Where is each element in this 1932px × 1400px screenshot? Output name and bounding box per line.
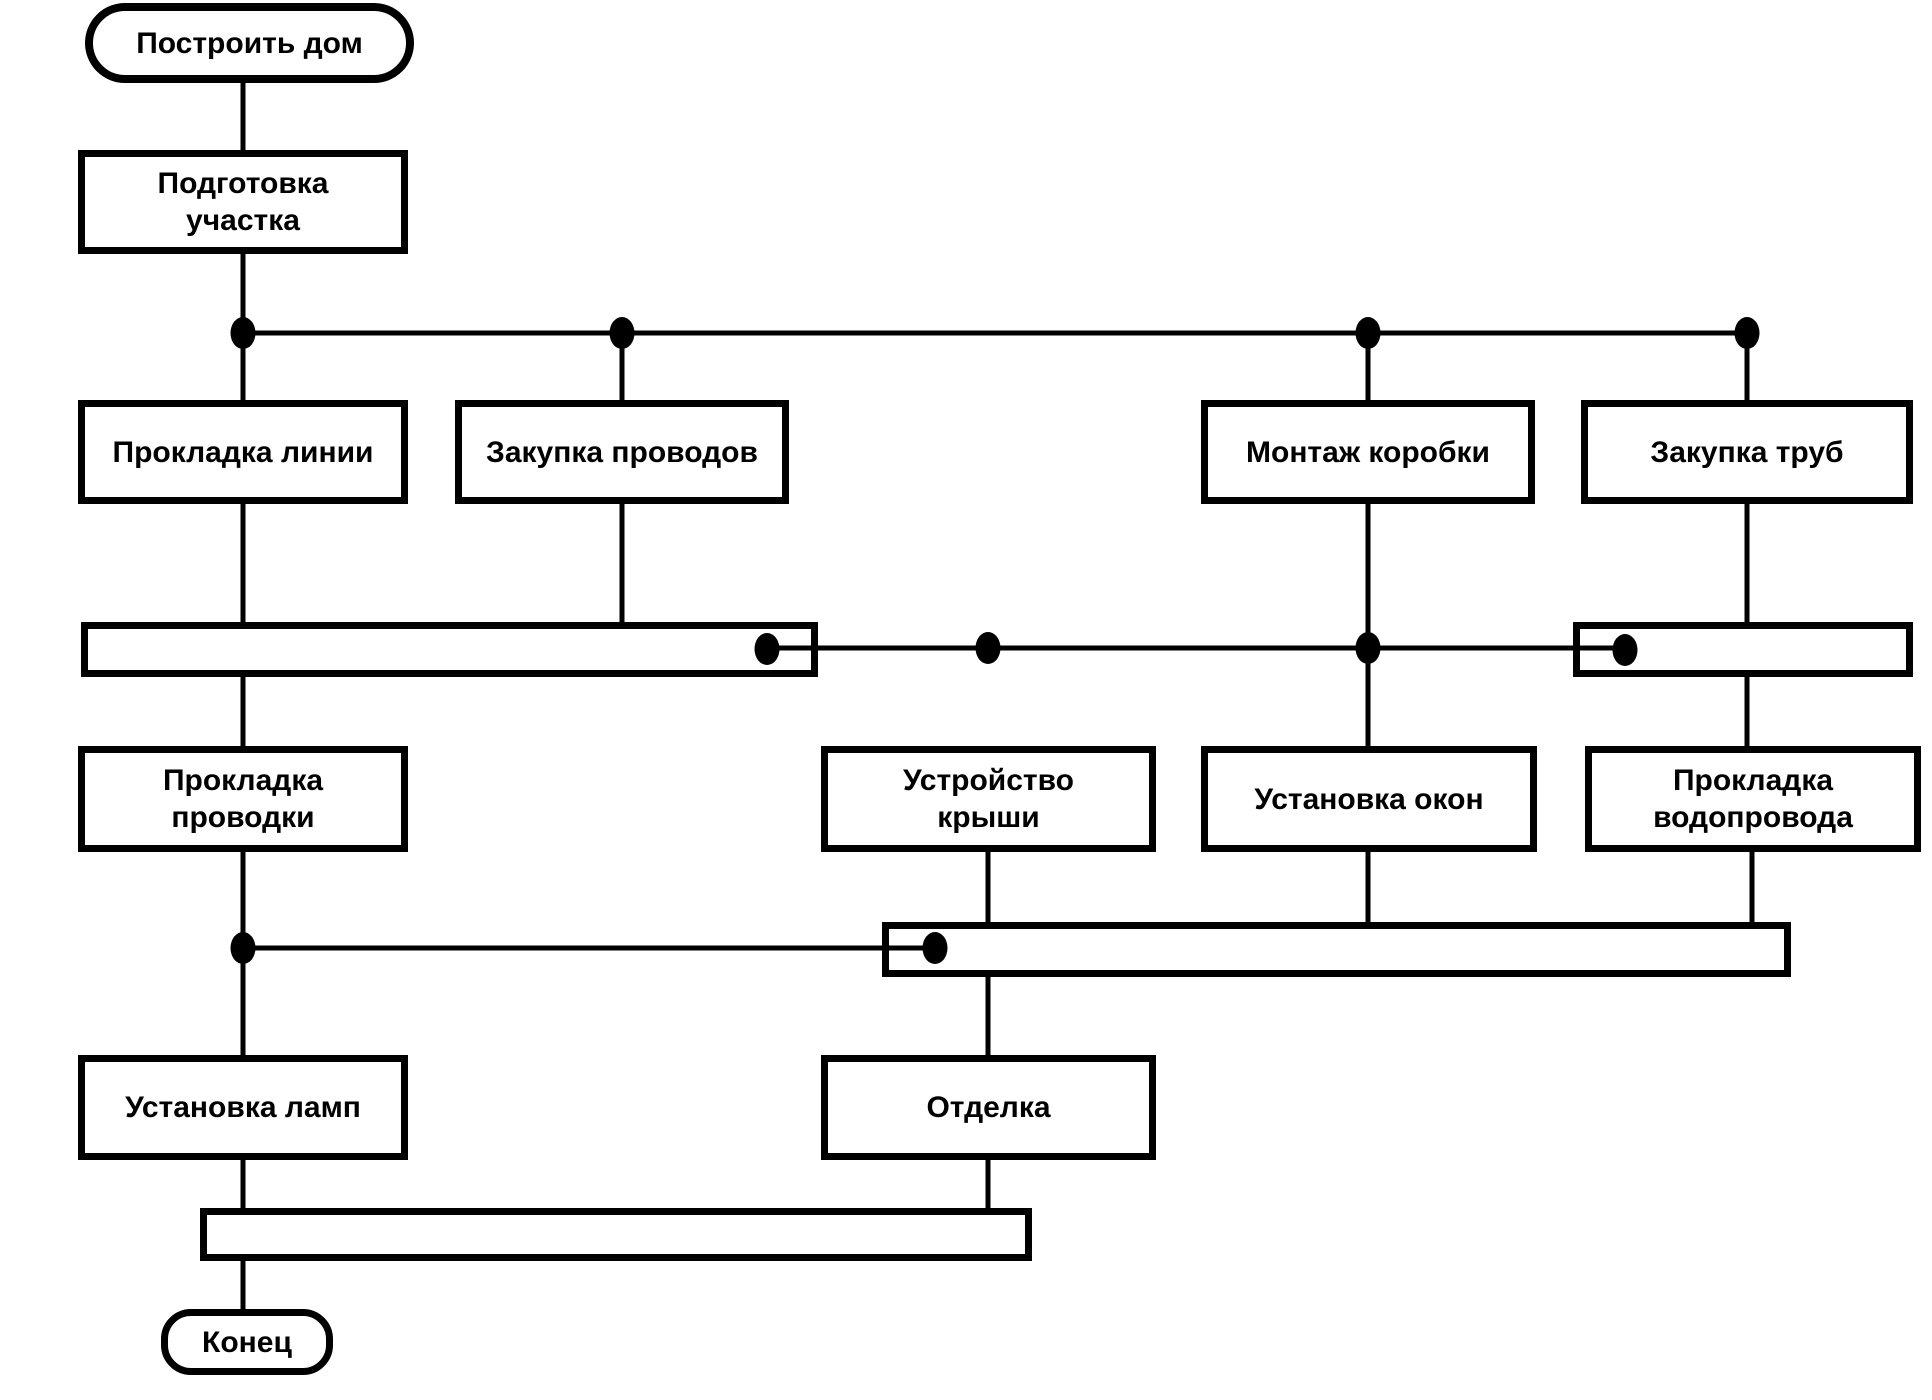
activity-wire-purchase: Закупка проводов xyxy=(455,400,789,504)
sync-bar-left xyxy=(81,622,818,677)
junction-dot-syncbar-middle xyxy=(922,932,948,964)
junction-dot-windows xyxy=(1355,632,1381,664)
activity-pipe-purchase: Закупка труб xyxy=(1581,400,1913,504)
junction-dot-roof xyxy=(975,632,1001,664)
activity-lamps: Установка ламп xyxy=(78,1055,408,1160)
activity-site-preparation: Подготовка участка xyxy=(78,150,408,254)
junction-dot-fork-1 xyxy=(230,317,256,349)
activity-finishing: Отделка xyxy=(821,1055,1156,1160)
activity-line-laying: Прокладка линии xyxy=(78,400,408,504)
sync-bar-middle xyxy=(882,922,1791,977)
junction-dot-syncbar-left xyxy=(754,633,780,665)
activity-plumbing: Прокладка водопровода xyxy=(1585,746,1921,852)
activity-wiring: Прокладка проводки xyxy=(78,746,408,852)
activity-roof: Устройство крыши xyxy=(821,746,1156,852)
end-terminator: Конец xyxy=(161,1309,333,1375)
junction-dot-fork-4 xyxy=(1734,317,1760,349)
start-terminator: Построить дом xyxy=(85,3,414,83)
junction-dot-syncbar-right xyxy=(1612,634,1638,666)
activity-box-mounting: Монтаж коробки xyxy=(1201,400,1535,504)
activity-windows: Установка окон xyxy=(1201,746,1537,852)
junction-dot-fork-2 xyxy=(609,317,635,349)
junction-dot-wiring xyxy=(230,932,256,964)
junction-dot-fork-3 xyxy=(1355,317,1381,349)
sync-bar-final xyxy=(200,1208,1032,1261)
